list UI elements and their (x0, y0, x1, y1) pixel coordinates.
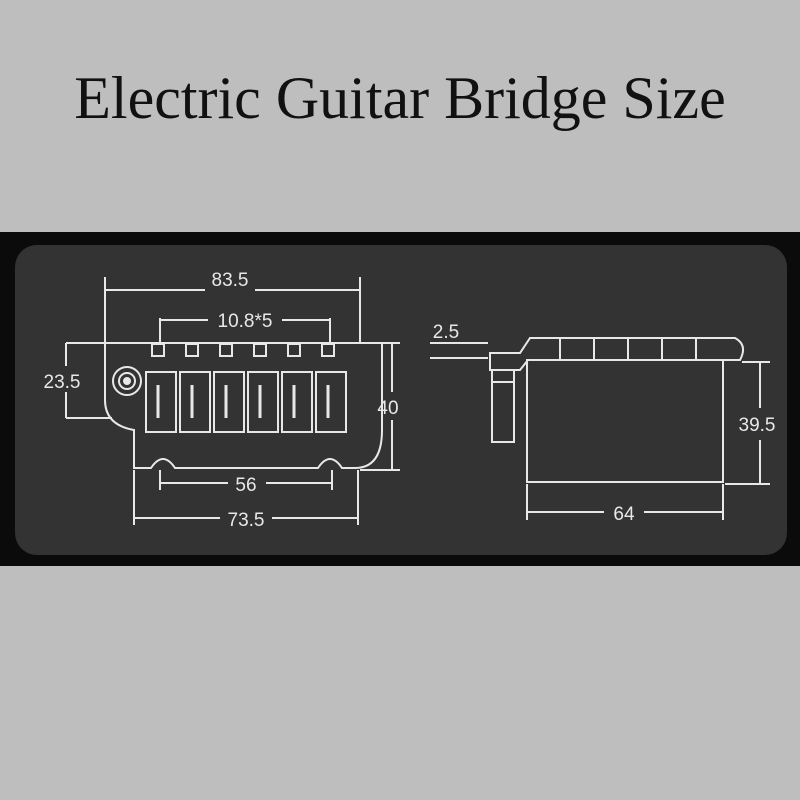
dim-cavity-width: 56 (235, 475, 256, 496)
dim-base-width: 73.5 (228, 510, 265, 531)
saddle-slots (156, 385, 330, 418)
dim-block-width: 64 (613, 504, 635, 525)
dim-height: 40 (377, 398, 398, 419)
diagram-panel (15, 245, 787, 555)
dim-saddle-spacing: 10.8*5 (218, 311, 273, 332)
side-saddle-dividers (559, 338, 697, 360)
screw-row (151, 343, 335, 357)
saddles (145, 371, 347, 433)
side-view (430, 337, 770, 520)
page-title: Electric Guitar Bridge Size (74, 65, 726, 131)
pivot-post-center (123, 377, 131, 385)
dim-plate-thickness: 2.5 (433, 322, 459, 343)
dim-block-height: 39.5 (739, 415, 776, 436)
dim-post-height: 23.5 (44, 372, 81, 393)
dim-overall-width: 83.5 (212, 270, 249, 291)
bridge-plate-outline (104, 342, 383, 469)
pivot-post-outer (112, 366, 142, 396)
sustain-block (526, 359, 724, 483)
side-pivot-screw (491, 369, 515, 443)
front-view (65, 277, 400, 525)
pivot-post-inner (118, 372, 136, 390)
